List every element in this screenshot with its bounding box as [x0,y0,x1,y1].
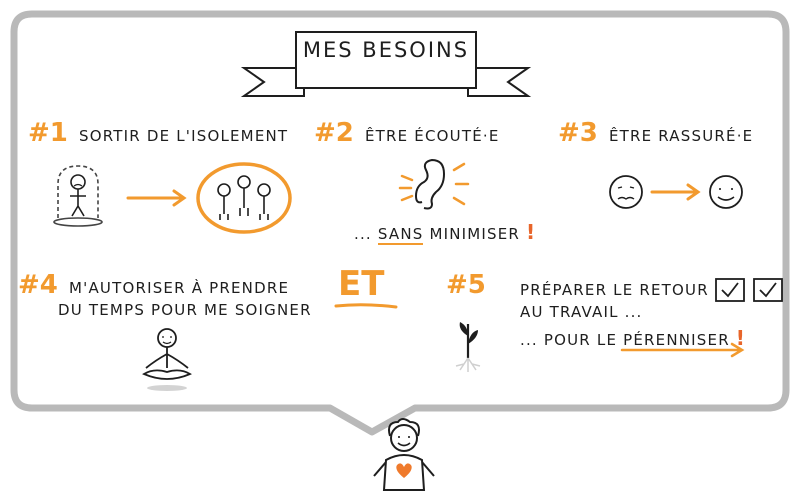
checkbox-icon [715,278,745,302]
sprout-icon [455,322,481,372]
need-number: #3 [558,118,598,148]
need-label-line2: du temps pour me soigner [58,301,312,319]
need-4: #4 M'autoriser à prendre [18,272,289,300]
forward-arrow [620,342,745,358]
checkboxes [715,278,783,302]
need-2-subtext: ... sans minimiser ! [354,220,537,245]
meditating-person-icon [142,328,192,391]
need-number: #2 [314,118,354,148]
need-5-number: #5 [446,270,486,300]
person-with-heart-icon [373,418,435,491]
underlined-word: sans [377,225,424,245]
need-label-line1: M'autoriser à prendre [68,279,290,297]
smiling-face-icon [709,175,743,209]
title-banner [240,31,532,97]
exclamation-mark: ! [526,220,537,244]
need-2: #2 Être écouté·e [314,120,500,148]
need-1: #1 Sortir de l'isolement [28,120,288,148]
connector-underline [334,303,398,309]
isolation-illustration [53,162,292,234]
underlined-word: pérenniser [623,331,730,349]
need-number: #1 [28,118,68,148]
reassurance-illustration [609,175,743,209]
person-in-bell-jar-icon [53,165,103,227]
ear-icon [398,158,470,210]
need-number: #4 [18,270,58,300]
need-5-line2: au travail ... [520,303,643,321]
checkbox-icon [753,278,783,302]
need-3: #3 Être rassuré·e [558,120,753,148]
need-5-line1: Préparer le retour [520,281,709,299]
connector-text: ET [338,264,385,304]
need-label: Être écouté·e [364,127,500,145]
group-of-people-icon [196,162,292,234]
need-5-line3: ... pour le pérenniser ! [520,326,747,350]
need-label: Être rassuré·e [608,127,754,145]
exclamation-mark: ! [735,326,747,350]
worried-face-icon [609,175,643,209]
need-label: Sortir de l'isolement [78,127,289,145]
page-title: Mes besoins [302,38,470,62]
